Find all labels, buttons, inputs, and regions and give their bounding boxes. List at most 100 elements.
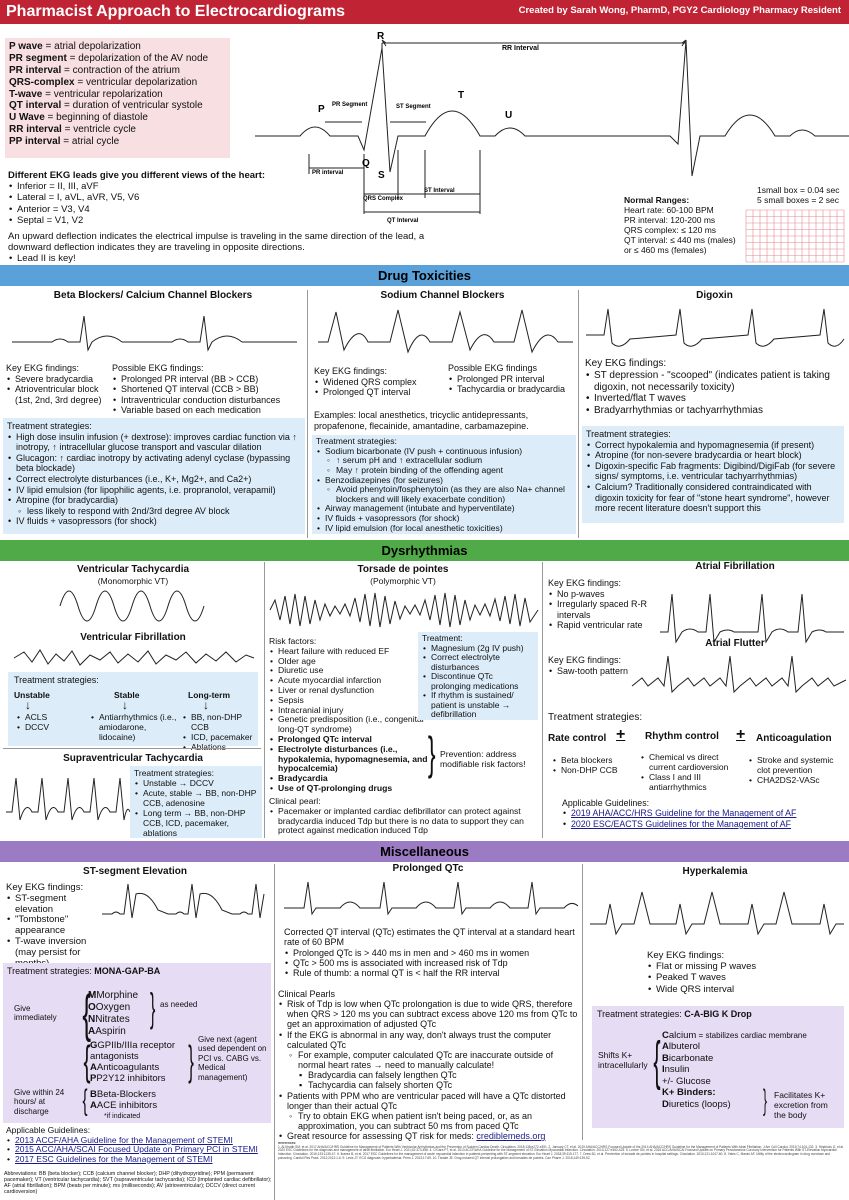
page-title: Pharmacist Approach to Electrocardiogram… (6, 3, 346, 20)
divider (264, 562, 265, 838)
brace-icon: } (427, 727, 436, 779)
rate-control-label: Rate control (548, 733, 607, 744)
tdp-title: Torsade de pointes (357, 564, 449, 575)
flutter-key: Key EKG findings: Saw-tooth pattern (548, 655, 638, 676)
list-item: Inferior = II, III, aVF (8, 181, 428, 192)
ecg-label-p: P (318, 104, 325, 115)
tdp-prevention: Prevention: address modifiable risk fact… (440, 749, 526, 770)
ecg-label-q: Q (362, 158, 370, 169)
bb-possible: Possible EKG findings: Prolonged PR inte… (112, 363, 302, 416)
stemi-guideline-link[interactable]: 2013 ACCF/AHA Guideline for the Manageme… (15, 1134, 233, 1145)
box-scale-note: 1small box = 0.04 sec 5 small boxes = 2 … (757, 185, 840, 205)
plus-icon: + (736, 726, 746, 743)
ecg-label-r: R (377, 31, 385, 42)
dig-title: Digoxin (696, 290, 733, 301)
na-ecg-strip (318, 309, 573, 354)
na-examples: Examples: local anesthetics, tricyclic a… (314, 410, 529, 431)
section-header-dys: Dysrhythmias (0, 540, 849, 561)
divider (542, 562, 543, 838)
vf-ecg-strip (13, 649, 255, 666)
bb-key: Key EKG findings: Severe bradycardiaAtri… (6, 363, 110, 405)
definition-row: PR segment = depolarization of the AV no… (9, 52, 209, 64)
brace-icon: { (82, 985, 92, 1043)
anticoag-label: Anticoagulation (756, 733, 832, 744)
rhythm-list: Chemical vs direct current cardioversion… (640, 752, 745, 792)
definition-row: RR interval = ventricle cycle (9, 124, 136, 136)
as-needed-note: as needed (160, 1000, 198, 1009)
list-item: Septal = V1, V2 (8, 215, 428, 226)
brace-icon: } (150, 986, 156, 1030)
rate-list: Beta blockersNon-DHP CCB (552, 755, 642, 775)
brace-icon: { (83, 1037, 91, 1084)
brace-icon: } (188, 1037, 194, 1084)
divider (578, 290, 579, 538)
stemi-guideline-link[interactable]: 2015 ACC/AHA/SCAI Focused Update on Prim… (15, 1144, 258, 1155)
vf-title: Ventricular Fibrillation (80, 632, 186, 643)
give-next: Give next (agent used dependent on PCI v… (198, 1035, 267, 1082)
af-guideline-link[interactable]: 2020 ESC/EACTS Guidelines for the Manage… (571, 818, 792, 829)
author-credit: Created by Sarah Wong, PharmD, PGY2 Card… (518, 5, 841, 16)
ecg-label-st-seg: ST Segment (396, 104, 431, 110)
svt-treatment: Treatment strategies: Unstable → DCCVAcu… (130, 766, 262, 838)
plus-icon: + (616, 726, 626, 743)
ecg-label-st-int: ST Interval (424, 188, 455, 194)
lead-ii-note: Lead II is key! (8, 253, 428, 264)
arrow-down-icon: ↓ (122, 698, 128, 712)
stemi-ecg-strip (102, 883, 265, 919)
references: References: 1. Al-Khatib SM, et al. 2017… (278, 1142, 844, 1160)
hyperk-treatment: Treatment strategies: C-A-BIG K Drop (592, 1006, 844, 1128)
qtc-pearls: Clinical Pearls Risk of Tdp is low when … (278, 989, 578, 1142)
divider (3, 748, 261, 749)
dig-treatment: Treatment strategies: Correct hypokalemi… (582, 426, 844, 523)
stemi-guideline-link[interactable]: 2017 ESC Guidelines for the Management o… (15, 1153, 213, 1164)
section-header-drug: Drug Toxicities (0, 265, 849, 286)
mnemonic-group-1: MMorphine OOxygen NNitrates AAspirin (88, 990, 139, 1037)
ecg-label-pr-seg: PR Segment (332, 102, 367, 108)
ecg-label-t: T (458, 90, 464, 101)
deflection-note: An upward deflection indicates the elect… (8, 231, 425, 254)
ecg-label-u: U (505, 110, 512, 121)
brace-icon: { (82, 1084, 88, 1117)
ecg-label-s: S (378, 170, 385, 181)
af-ecg-strip (660, 593, 844, 644)
mnemonic-group-2: GGPIIb/IIIa receptor antagonists AAntico… (90, 1040, 176, 1084)
leads-list: Inferior = II, III, aVF Lateral = I, aVL… (8, 181, 428, 226)
na-treatment: Treatment strategies: Sodium bicarbonate… (312, 435, 576, 534)
anticoag-list: Stroke and systemic clot preventionCHA2D… (748, 755, 846, 785)
af-tx-title: Treatment strategies: (548, 712, 643, 723)
ecg-grid-icon (745, 209, 845, 263)
hyperk-key: Key EKG findings: Flat or missing P wave… (647, 950, 837, 995)
list-item: Lateral = I, aVL, aVR, V5, V6 (8, 192, 428, 203)
rhythm-control-label: Rhythm control (645, 731, 719, 742)
arrow-down-icon: ↓ (203, 698, 209, 712)
leads-section: Different EKG leads give you different v… (8, 170, 428, 265)
divider (582, 864, 583, 1140)
definition-row: U Wave = beginning of diastole (9, 112, 148, 124)
qtc-intro: Corrected QT interval (QTc) estimates th… (284, 927, 578, 979)
af-guideline-link[interactable]: 2019 AHA/ACC/HRS Guideline for the Manag… (571, 808, 797, 819)
bb-ecg-strip (12, 315, 297, 352)
list-item: Anterior = V3, V4 (8, 204, 428, 215)
shifts-note: Shifts K+ intracellularly (598, 1050, 648, 1071)
definition-row: QRS-complex = ventricular depolarization (9, 76, 198, 88)
definition-row: P wave = atrial depolarization (9, 41, 141, 52)
tdp-ecg-strip (269, 592, 539, 628)
dig-ecg-strip (586, 308, 845, 347)
arrow-down-icon: ↓ (25, 698, 31, 712)
hyperk-title: Hyperkalemia (682, 866, 748, 877)
definition-row: PR interval = contraction of the atrium (9, 64, 180, 76)
dig-key: Key EKG findings: ST depression - "scoop… (585, 358, 845, 417)
header-bar: Pharmacist Approach to Electrocardiogram… (0, 0, 849, 24)
section-header-misc: Miscellaneous (0, 841, 849, 862)
divider (307, 290, 308, 538)
give-24h: Give within 24 hours/ at discharge (14, 1088, 65, 1116)
bb-title: Beta Blockers/ Calcium Channel Blockers (53, 290, 253, 301)
hyperk-ecg-strip (590, 891, 844, 936)
qtc-ecg-strip (284, 881, 579, 916)
give-immediately: Give immediately (14, 1004, 57, 1023)
divider (274, 864, 275, 1200)
crediblemeds-link[interactable]: crediblemeds.org (476, 1131, 546, 1142)
qtc-title: Prolonged QTc (392, 863, 464, 874)
abbreviations: Abbreviations: BB (beta blocker); CCB (c… (4, 1171, 272, 1195)
af-key: Key EKG findings: No p-wavesIrregularly … (548, 578, 660, 631)
